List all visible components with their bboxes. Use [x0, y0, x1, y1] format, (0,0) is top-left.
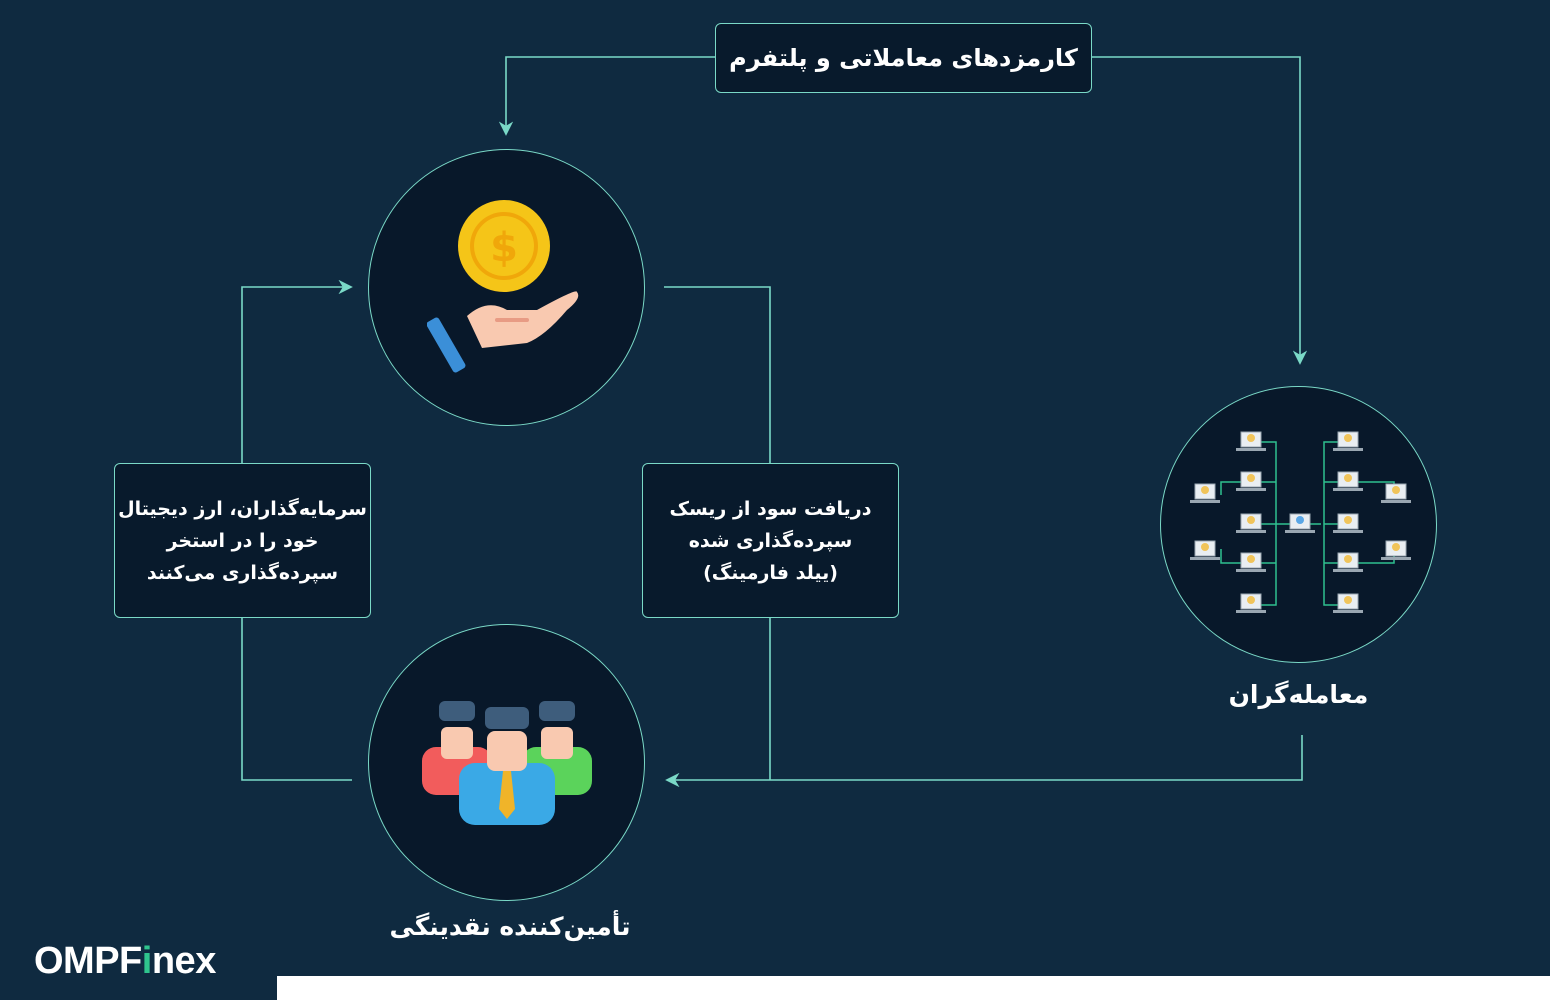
people-group-icon	[422, 701, 592, 825]
arrow-traders-to-providers	[665, 735, 1303, 788]
brand-accent: i	[141, 940, 153, 982]
svg-text:$: $	[490, 225, 518, 271]
footer-bar	[277, 976, 1550, 1000]
fees-title-box: کارمزدهای معاملاتی و پلتفرم	[715, 23, 1092, 93]
trader-network-icon	[1190, 431, 1411, 613]
deposit-text: سرمایه‌گذاران، ارز دیجیتال خود را در است…	[118, 497, 367, 584]
brand-end: nex	[151, 940, 216, 982]
arrow-fees-to-traders	[1091, 56, 1308, 365]
coin-in-hand-icon: $	[427, 200, 579, 373]
traders-label: معامله‌گران	[1228, 680, 1369, 709]
line-reward-to-yield	[664, 286, 771, 463]
brand-logo: OMPFinex	[34, 940, 216, 983]
arrow-fees-to-reward	[498, 56, 716, 136]
providers-node	[368, 624, 645, 901]
reward-node: $	[368, 149, 645, 426]
traders-node	[1160, 386, 1437, 663]
yield-text: دریافت سود از ریسک سپرده‌گذاری شده (ییلد…	[669, 497, 872, 584]
providers-label: تأمین‌کننده نقدینگی	[389, 912, 631, 941]
fees-title: کارمزدهای معاملاتی و پلتفرم	[729, 44, 1078, 72]
deposit-box: سرمایه‌گذاران، ارز دیجیتال خود را در است…	[114, 463, 371, 618]
brand-main: OMPF	[34, 940, 142, 982]
yield-box: دریافت سود از ریسک سپرده‌گذاری شده (ییلد…	[642, 463, 899, 618]
line-providers-to-deposit	[241, 617, 352, 781]
arrow-deposit-to-reward	[241, 279, 353, 463]
